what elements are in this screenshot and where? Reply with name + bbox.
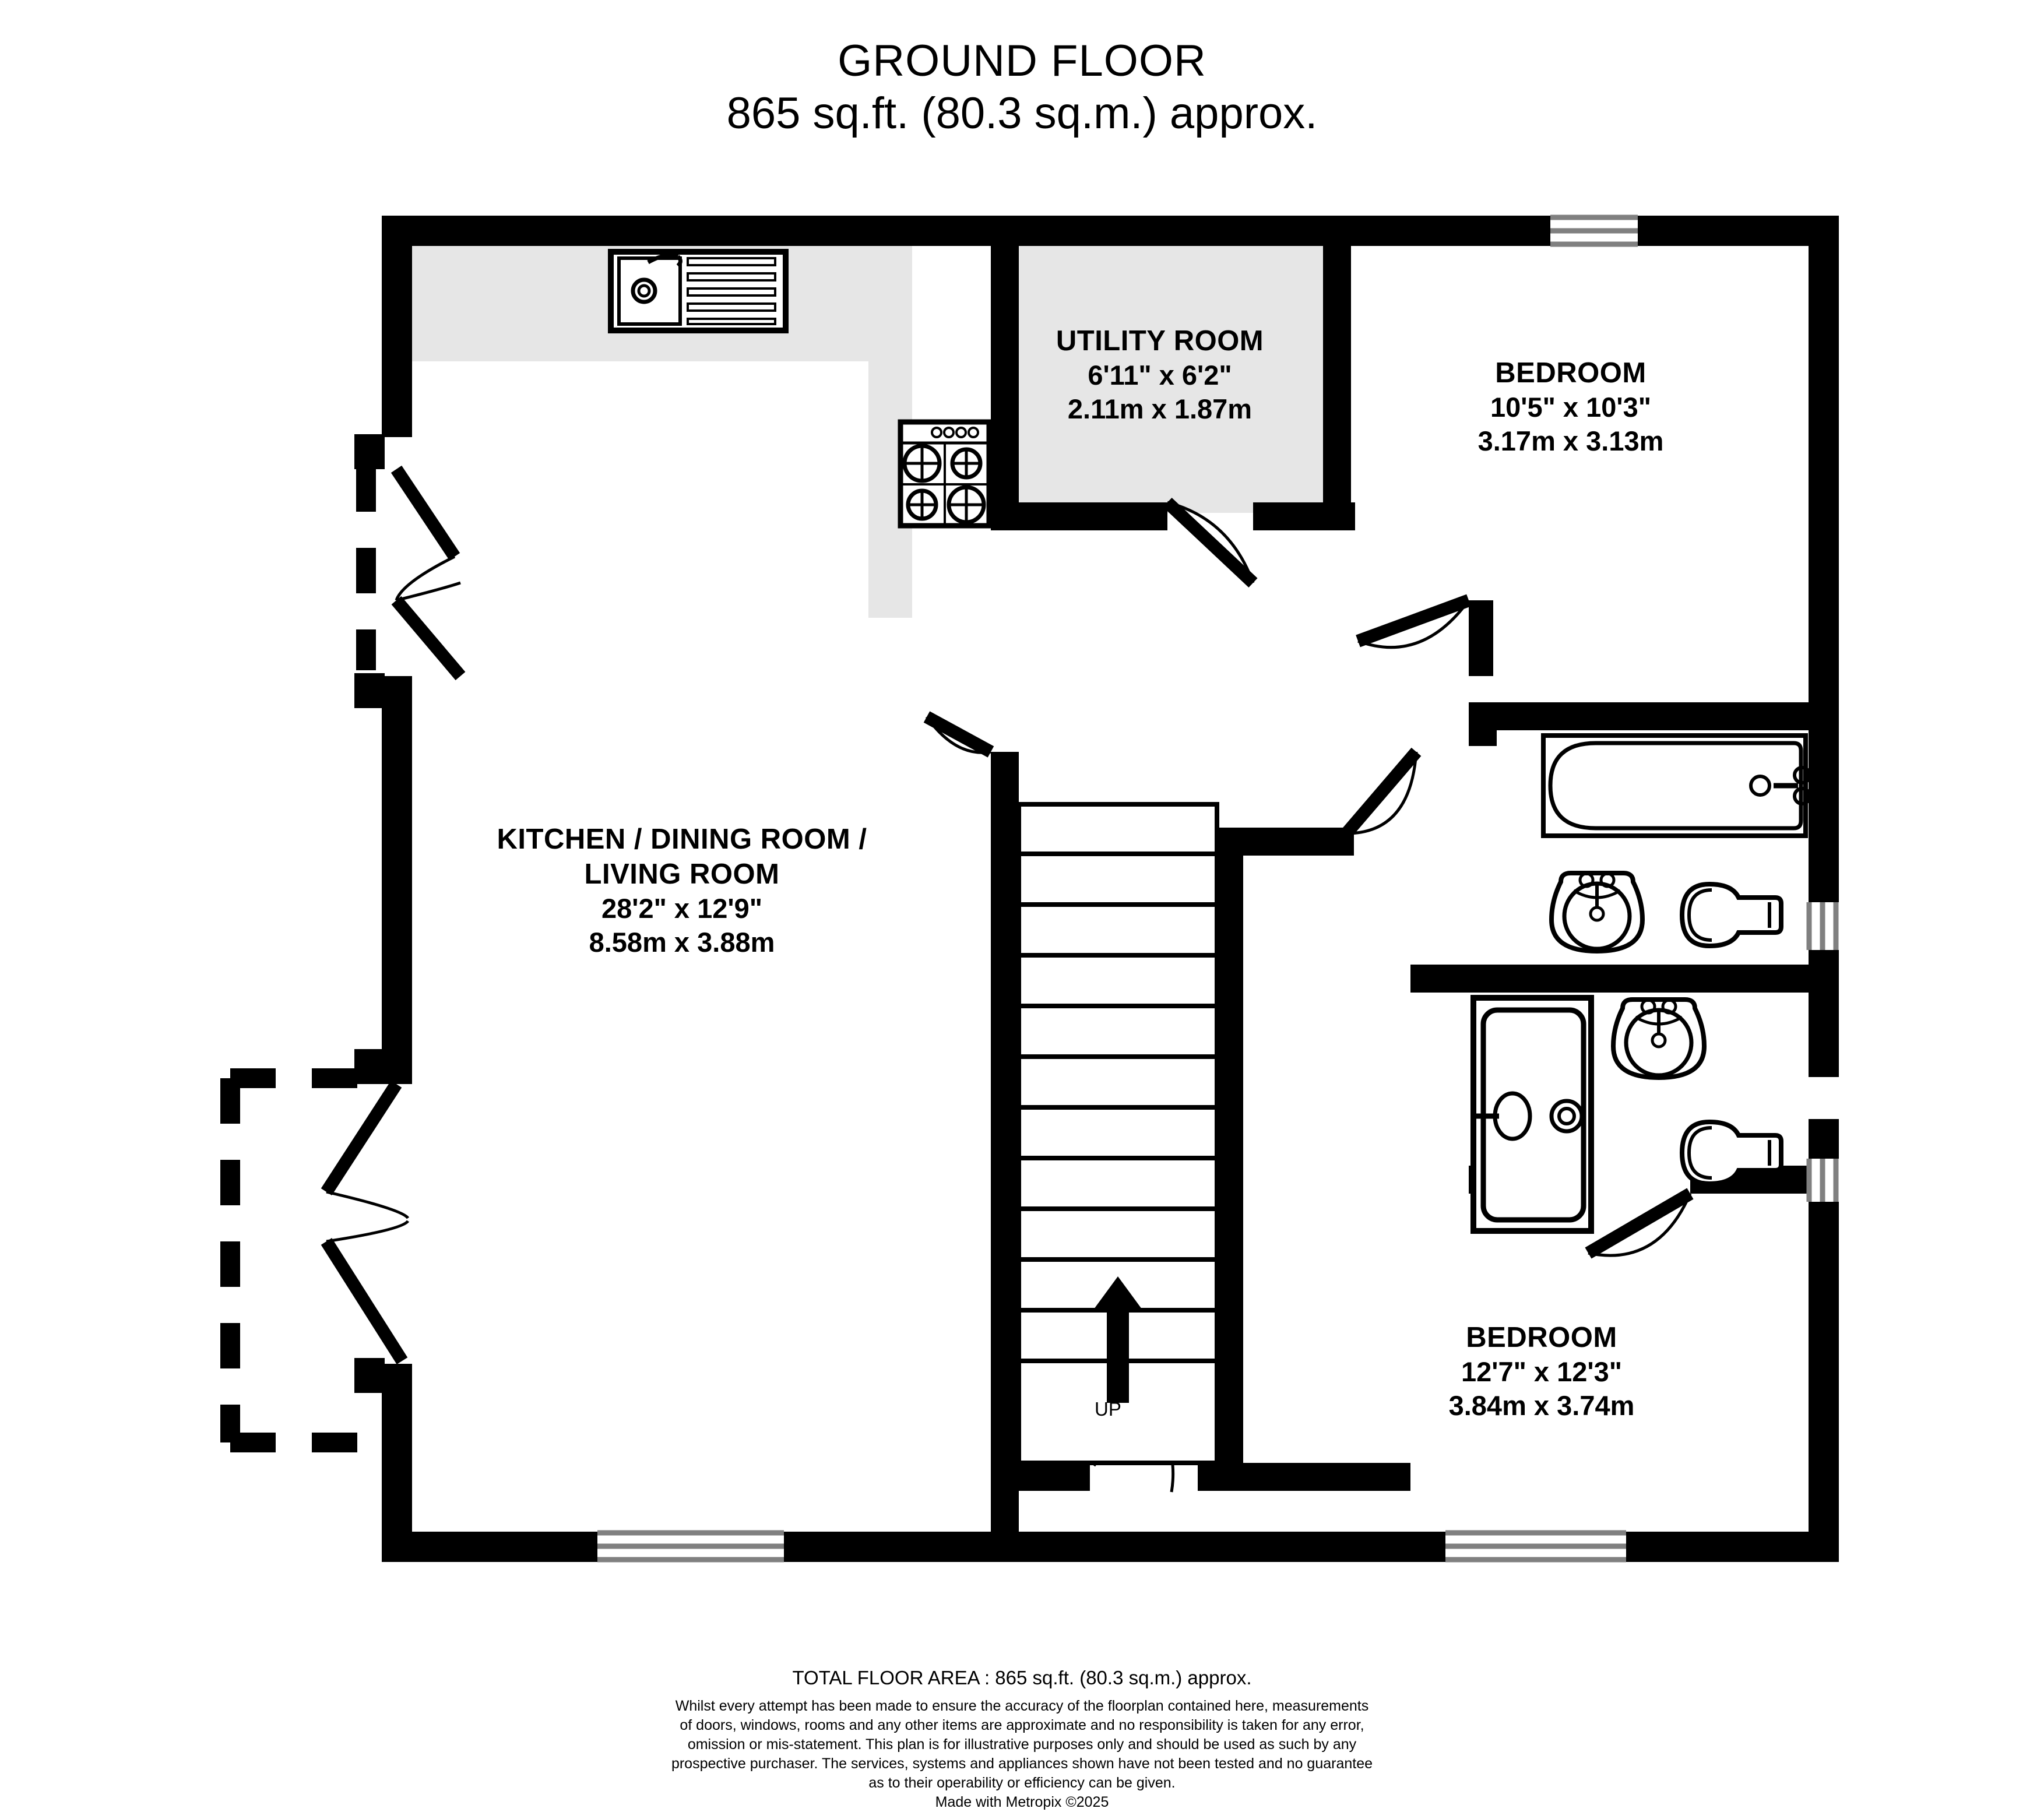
room-label-utility-room: UTILITY ROOM 6'11" x 6'2" 2.11m x 1.87m (1014, 323, 1306, 426)
room-dimensions-metric: 2.11m x 1.87m (1067, 393, 1253, 424)
room-name-line-2: LIVING ROOM (584, 858, 780, 890)
staircase (1016, 802, 1219, 1465)
door-hall-kitchen (923, 711, 994, 758)
stairs-up-label: UP (1095, 1398, 1121, 1420)
toilet-upper (1679, 881, 1783, 949)
door-bedroom-1 (1356, 594, 1471, 649)
room-name-line-1: KITCHEN / DINING ROOM / (497, 824, 867, 855)
room-label-bedroom-2: BEDROOM 12'7" x 12'3" 3.84m x 3.74m (1367, 1320, 1716, 1423)
disclaimer-line: prospective purchaser. The services, sys… (671, 1755, 1373, 1772)
door-left-upper (390, 465, 466, 681)
wash-basin-lower (1610, 997, 1707, 1081)
disclaimer-line: Whilst every attempt has been made to en… (675, 1698, 1369, 1714)
door-bathroom-upper (1341, 747, 1422, 838)
floor-area-subtitle: 865 sq.ft. (80.3 sq.m.) approx. (726, 89, 1318, 138)
room-name: BEDROOM (1466, 1322, 1617, 1353)
door-utility (1163, 497, 1258, 588)
room-dimensions-metric: 8.58m x 3.88m (589, 927, 775, 958)
door-bathroom-lower (1585, 1188, 1694, 1259)
window-right-upper (1806, 902, 1841, 950)
room-label-bedroom-1: BEDROOM 10'5" x 10'3" 3.17m x 3.13m (1396, 356, 1746, 458)
room-dimensions-imperial: 12'7" x 12'3" (1461, 1356, 1622, 1387)
footer: TOTAL FLOOR AREA : 865 sq.ft. (80.3 sq.m… (0, 1664, 2044, 1812)
disclaimer-line: of doors, windows, rooms and any other i… (680, 1717, 1364, 1733)
toilet-lower (1679, 1119, 1783, 1187)
made-with-credit: Made with Metropix ©2025 (935, 1794, 1109, 1810)
wall-piers (354, 434, 385, 1393)
bathtub (1541, 733, 1811, 838)
dashed-outline-lower (220, 1068, 366, 1452)
page-title: GROUND FLOOR 865 sq.ft. (80.3 sq.m.) app… (0, 35, 2044, 140)
window-right-lower (1806, 1159, 1841, 1202)
room-label-kitchen-dining-living: KITCHEN / DINING ROOM / LIVING ROOM 28'2… (425, 822, 938, 959)
wash-basin-upper (1549, 871, 1645, 954)
room-name: UTILITY ROOM (1056, 325, 1264, 357)
room-dimensions-metric: 3.17m x 3.13m (1477, 425, 1664, 456)
room-name: BEDROOM (1495, 357, 1647, 389)
room-dimensions-imperial: 10'5" x 10'3" (1490, 392, 1651, 423)
cooker-hob (898, 419, 992, 529)
room-dimensions-imperial: 6'11" x 6'2" (1088, 360, 1232, 390)
door-left-lower (321, 1081, 410, 1364)
room-dimensions-metric: 3.84m x 3.74m (1448, 1390, 1635, 1421)
windows (597, 214, 1841, 1563)
disclaimer-line: as to their operability or efficiency ca… (868, 1775, 1176, 1791)
kitchen-sink (608, 249, 789, 333)
floor-title: GROUND FLOOR (838, 36, 1206, 86)
stairs-up-arrow (1092, 1276, 1144, 1403)
total-floor-area: TOTAL FLOOR AREA : 865 sq.ft. (80.3 sq.m… (792, 1667, 1252, 1688)
window-bottom-left (597, 1530, 784, 1563)
window-top (1550, 214, 1638, 247)
room-dimensions-imperial: 28'2" x 12'9" (601, 893, 762, 924)
disclaimer-line: omission or mis-statement. This plan is … (687, 1736, 1357, 1753)
window-bottom-right (1445, 1530, 1626, 1563)
disclaimer: Whilst every attempt has been made to en… (0, 1697, 2044, 1793)
shower-bath (1470, 995, 1594, 1234)
